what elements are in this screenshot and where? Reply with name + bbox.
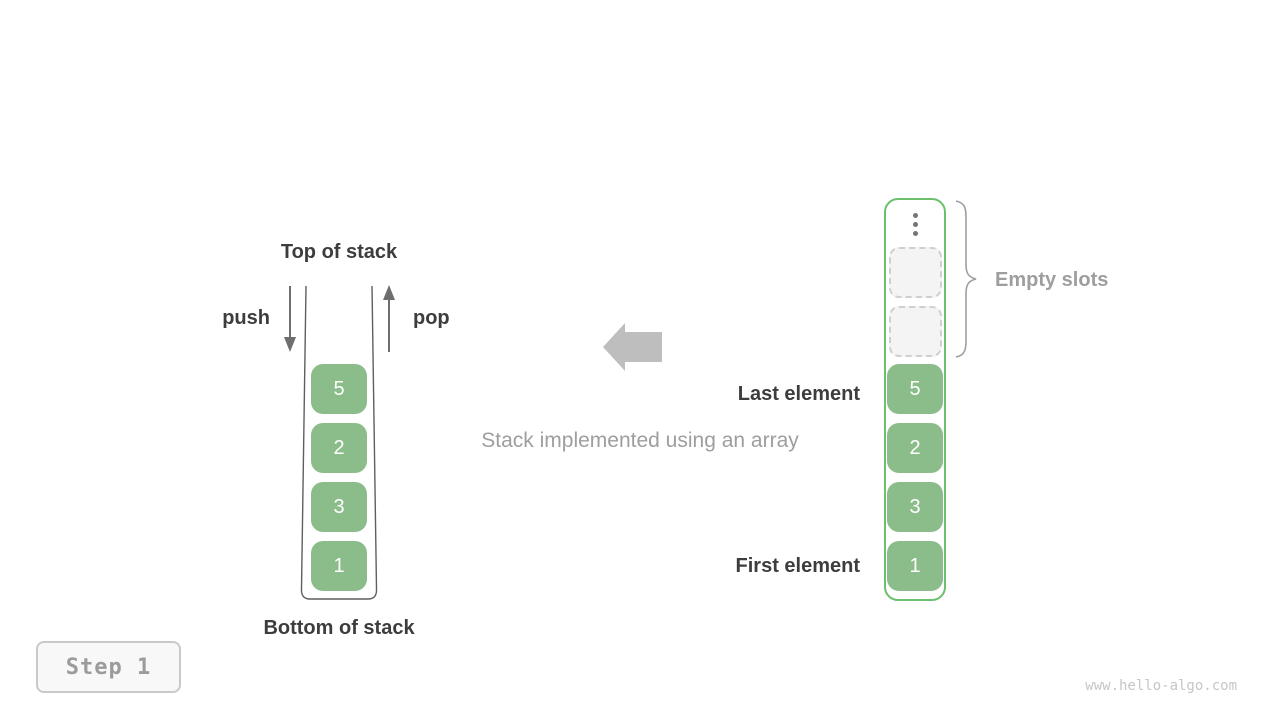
array-element: 1: [887, 541, 943, 591]
array-element: 2: [887, 423, 943, 473]
first-element-label: First element: [735, 555, 860, 577]
bottom-of-stack-label: Bottom of stack: [263, 617, 415, 639]
last-element-label: Last element: [737, 383, 860, 405]
empty-slot: [889, 306, 942, 357]
diagram-caption: Stack implemented using an array: [481, 429, 799, 452]
stack-element: 5: [311, 364, 367, 414]
stack-element: 3: [311, 482, 367, 532]
push-label: push: [222, 307, 270, 329]
step-badge: Step 1: [36, 641, 181, 693]
stack-element: 2: [311, 423, 367, 473]
stack-element: 1: [311, 541, 367, 591]
pop-label: pop: [413, 307, 450, 329]
empty-slots-label: Empty slots: [995, 269, 1109, 291]
watermark-url: www.hello-algo.com: [1085, 678, 1237, 694]
top-of-stack-label: Top of stack: [280, 241, 398, 263]
empty-slot: [889, 247, 942, 298]
vertical-ellipsis-icon: [912, 213, 918, 236]
array-element: 5: [887, 364, 943, 414]
array-element: 3: [887, 482, 943, 532]
